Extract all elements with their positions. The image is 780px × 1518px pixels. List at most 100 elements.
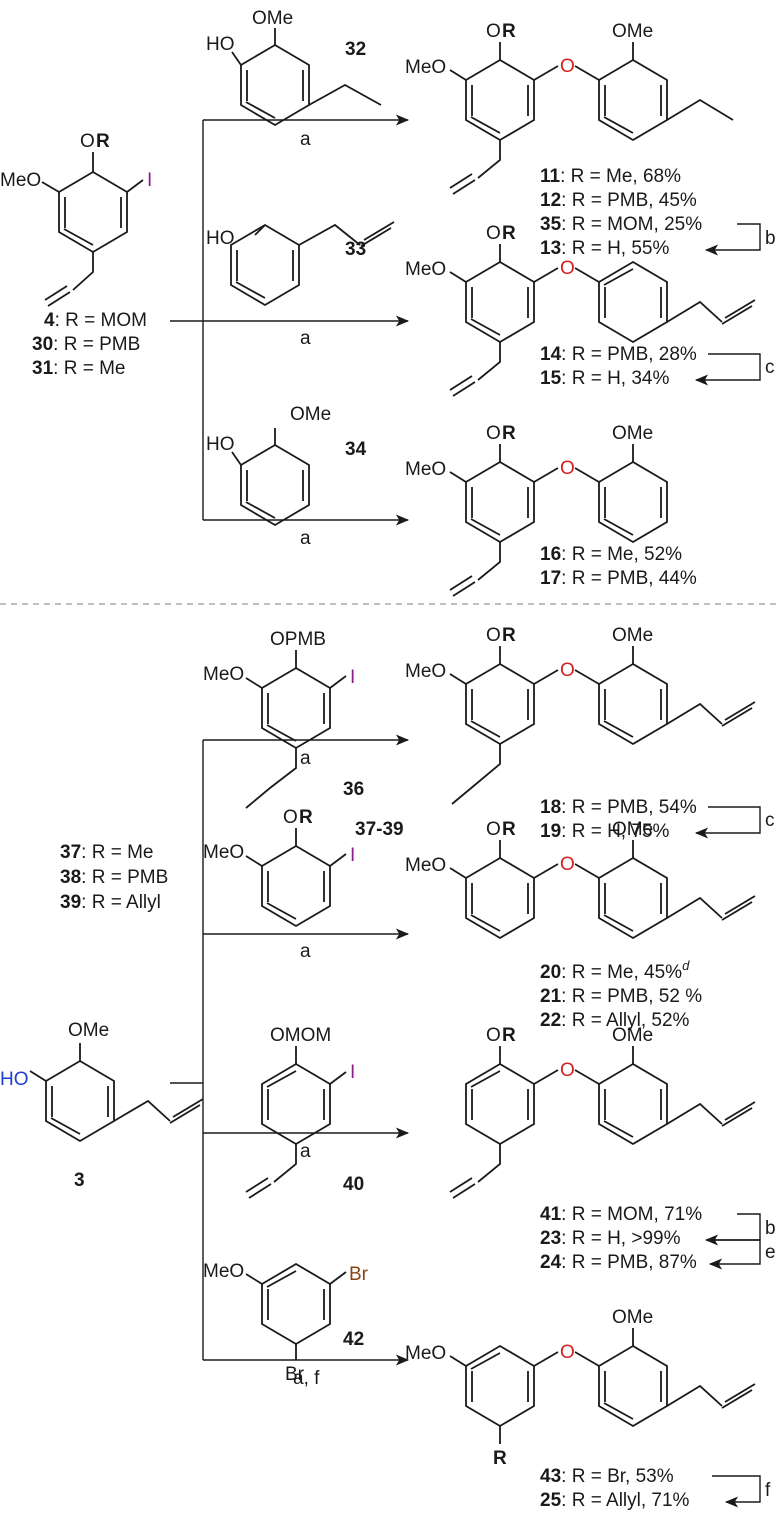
atom-omom: OMOM (270, 1025, 331, 1046)
atom-o: O (486, 423, 501, 444)
compound-number: 33 (345, 239, 366, 260)
compound-label: : R = PMB, 44% (561, 568, 697, 589)
svg-text:15: R = H, 34%: 15: R = H, 34% (540, 368, 669, 389)
product-14-15-labels: 14: R = PMB, 28% 15: R = H, 34% c (540, 344, 775, 389)
product-16-17-structure: O R MeO O OMe (405, 423, 668, 597)
compound-number: 39 (60, 892, 81, 913)
svg-text:39: R = Allyl: 39: R = Allyl (60, 892, 161, 913)
atom-bromine: Br (285, 1364, 305, 1385)
atom-o: O (80, 131, 95, 152)
compound-number: 40 (343, 1174, 364, 1195)
compound-number: 17 (540, 568, 561, 589)
svg-text:24: R = PMB, 87%: 24: R = PMB, 87% (540, 1252, 697, 1273)
compound-label: : R = H, >99% (561, 1228, 680, 1249)
atom-r: R (502, 21, 516, 42)
compound-number: 18 (540, 797, 561, 818)
atom-r: R (502, 1025, 516, 1046)
phenol-32-structure: HO OMe 32 (206, 8, 382, 127)
branch-lines-top: a a a (170, 114, 410, 549)
compound-number: 20 (540, 962, 561, 983)
compound-number: 15 (540, 368, 562, 389)
compound-label: : R = MOM, 71% (561, 1204, 702, 1225)
compound-number: 23 (540, 1228, 561, 1249)
starting-phenol-3-structure: HO OMe 3 (0, 1020, 204, 1191)
atom-ho: HO (206, 228, 235, 249)
svg-text:13: R = H, 55%: 13: R = H, 55% (540, 238, 669, 259)
aryl-iodide-definitions: 37: R = Me 38: R = PMB 39: R = Allyl (60, 842, 168, 913)
compound-number: 13 (540, 238, 561, 259)
product-20-22-labels: 20: R = Me, 45%d 21: R = PMB, 52 % 22: R… (540, 958, 702, 1031)
condition-e: e (765, 1242, 776, 1263)
product-18-19-structure: O R MeO O OMe (405, 625, 756, 805)
branch-lines-bottom: a a a a, f (170, 734, 410, 1389)
atom-r: R (502, 423, 516, 444)
compound-label: : R = PMB, 45% (561, 190, 697, 211)
atom-ether-o: O (560, 56, 575, 77)
compound-number: 16 (540, 544, 561, 565)
atom-ho: HO (206, 434, 235, 455)
atom-ome: OMe (612, 625, 653, 646)
compound-number: 22 (540, 1010, 561, 1031)
product-20-22-structure: O R MeO O OMe (405, 819, 756, 940)
atom-o: O (283, 807, 298, 828)
aryl-iodide-37-39-structure: O R MeO I 37-39 (203, 807, 404, 928)
svg-text:23: R = H, >99%: 23: R = H, >99% (540, 1228, 681, 1249)
sm-labels: 4: R = MOM 30: R = PMB 31: R = Me (32, 310, 147, 379)
atom-iodine: I (147, 170, 152, 191)
compound-label: : R = H, 34% (561, 368, 669, 389)
compound-label: : R = Allyl (81, 892, 161, 913)
atom-ether-o: O (560, 258, 575, 279)
condition-f: f (765, 1480, 771, 1501)
compound-number: 25 (540, 1490, 562, 1511)
compound-number: 11 (540, 166, 561, 187)
compound-number: 41 (540, 1204, 562, 1225)
compound-number: 12 (540, 190, 561, 211)
condition-c: c (765, 357, 775, 378)
compound-number: 37-39 (355, 819, 404, 840)
svg-text:21: R = PMB, 52 %: 21: R = PMB, 52 % (540, 986, 702, 1007)
svg-text:41: R = MOM, 71%: 41: R = MOM, 71% (540, 1204, 702, 1225)
compound-label: : R = PMB, 52 % (561, 986, 702, 1007)
compound-label: : R = Me, 45% (561, 962, 682, 983)
atom-ome: OMe (612, 819, 653, 840)
product-11-13-labels: 11: R = Me, 68% 12: R = PMB, 45% 35: R =… (540, 166, 776, 259)
atom-meo: MeO (203, 842, 244, 863)
atom-meo: MeO (203, 1261, 244, 1282)
compound-number: 19 (540, 821, 561, 842)
product-18-19-labels: 18: R = PMB, 54% 19: R = H, 75% c (540, 797, 775, 842)
svg-text:35: R = MOM, 25%: 35: R = MOM, 25% (540, 214, 702, 235)
atom-opmb: OPMB (270, 629, 326, 650)
svg-text:20: R = Me, 45%d: 20: R = Me, 45%d (540, 958, 690, 983)
condition-a: a (300, 748, 311, 769)
compound-label: : R = MOM (55, 310, 147, 331)
atom-r: R (502, 223, 516, 244)
atom-iodine: I (350, 1062, 355, 1083)
aryl-dibromide-42-structure: MeO Br Br 42 (203, 1261, 369, 1385)
condition-a-f: a, f (293, 1368, 320, 1389)
svg-text:4: R = MOM: 4: R = MOM (44, 310, 147, 331)
atom-ether-o: O (560, 660, 575, 681)
atom-r: R (493, 1448, 507, 1469)
svg-text:19: R = H, 75%: 19: R = H, 75% (540, 821, 669, 842)
svg-text:22: R = Allyl, 52%: 22: R = Allyl, 52% (540, 1010, 690, 1031)
atom-meo: MeO (405, 855, 446, 876)
compound-label: : R = Me (53, 358, 125, 379)
compound-label: : R = Me, 68% (560, 166, 681, 187)
svg-text:31: R = Me: 31: R = Me (32, 358, 125, 379)
atom-o: O (486, 625, 501, 646)
condition-a: a (300, 328, 311, 349)
compound-label: : R = Br, 53% (561, 1466, 674, 1487)
atom-ome: OMe (612, 1025, 653, 1046)
atom-o: O (486, 223, 501, 244)
atom-ether-o: O (560, 1342, 575, 1363)
compound-label: : R = H, 55% (561, 238, 669, 259)
svg-text:11: R = Me, 68%: 11: R = Me, 68% (540, 166, 681, 187)
product-16-17-labels: 16: R = Me, 52% 17: R = PMB, 44% (540, 544, 697, 589)
compound-label: : R = H, 75% (561, 821, 669, 842)
compound-number: 43 (540, 1466, 561, 1487)
product-11-13-structure: O R MeO O OMe (405, 21, 734, 195)
atom-r: R (299, 807, 313, 828)
atom-ether-o: O (560, 854, 575, 875)
compound-label: : R = PMB, 87% (561, 1252, 697, 1273)
